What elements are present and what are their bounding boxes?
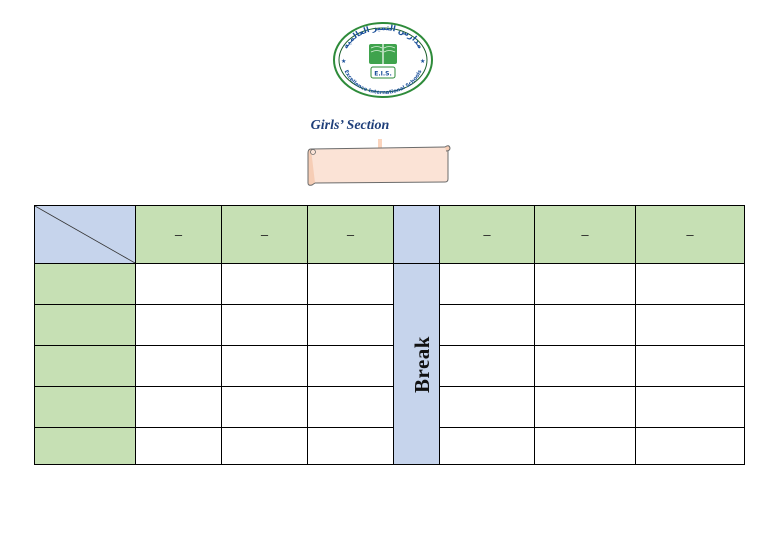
table-cell[interactable] <box>135 427 222 465</box>
table-cell[interactable] <box>135 386 222 428</box>
table-cell[interactable] <box>221 427 308 465</box>
table-row <box>34 386 745 428</box>
table-row: Break <box>34 263 745 465</box>
header-period-1: – <box>135 205 222 264</box>
header-period-5: – <box>534 205 636 264</box>
table-cell[interactable] <box>307 263 394 305</box>
row-label-cell <box>34 427 136 465</box>
diagonal-line <box>35 206 135 263</box>
table-cell[interactable] <box>307 427 394 465</box>
table-cell[interactable] <box>221 345 308 387</box>
table-row <box>34 304 745 346</box>
svg-text:★: ★ <box>341 58 346 65</box>
table-cell[interactable] <box>635 386 745 428</box>
row-label-cell <box>34 345 136 387</box>
svg-text:E.I.S.: E.I.S. <box>374 71 392 78</box>
header-break <box>393 205 440 264</box>
table-cell[interactable] <box>221 263 308 305</box>
table-cell[interactable] <box>534 386 636 428</box>
table-cell[interactable] <box>534 345 636 387</box>
table-cell[interactable] <box>635 304 745 346</box>
table-cell[interactable] <box>439 386 535 428</box>
table-cell[interactable] <box>221 386 308 428</box>
table-cell[interactable] <box>439 304 535 346</box>
break-label: Break <box>409 335 434 393</box>
table-row <box>34 345 745 387</box>
section-title: Girls’ Section <box>310 118 390 133</box>
table-cell[interactable] <box>135 345 222 387</box>
header-row: – – – – – – <box>34 205 745 264</box>
row-label-cell <box>34 304 136 346</box>
table-cell[interactable] <box>534 263 636 305</box>
table-cell[interactable] <box>635 263 745 305</box>
table-cell[interactable] <box>135 304 222 346</box>
header-period-6: – <box>635 205 745 264</box>
table-cell[interactable] <box>135 263 222 305</box>
row-label-cell <box>34 386 136 428</box>
header-period-2: – <box>221 205 308 264</box>
table-cell[interactable] <box>439 427 535 465</box>
break-column: Break <box>393 263 440 465</box>
row-label-cell <box>34 263 136 305</box>
table-cell[interactable] <box>534 427 636 465</box>
table-cell[interactable] <box>534 304 636 346</box>
table-cell[interactable] <box>439 345 535 387</box>
table-cell[interactable] <box>635 345 745 387</box>
corner-cell <box>34 205 136 264</box>
table-cell[interactable] <box>307 304 394 346</box>
school-logo: مدارس التميز العالمية Excellence Interna… <box>333 22 433 98</box>
table-row <box>34 427 745 465</box>
header-period-3: – <box>307 205 394 264</box>
table-cell[interactable] <box>221 304 308 346</box>
header-period-4: – <box>439 205 535 264</box>
table-cell[interactable] <box>439 263 535 305</box>
svg-text:★: ★ <box>420 58 425 65</box>
schedule-table: – – – – – – Break <box>34 205 745 465</box>
table-cell[interactable] <box>635 427 745 465</box>
table-cell[interactable] <box>307 345 394 387</box>
scroll-banner <box>307 139 451 186</box>
table-cell[interactable] <box>307 386 394 428</box>
